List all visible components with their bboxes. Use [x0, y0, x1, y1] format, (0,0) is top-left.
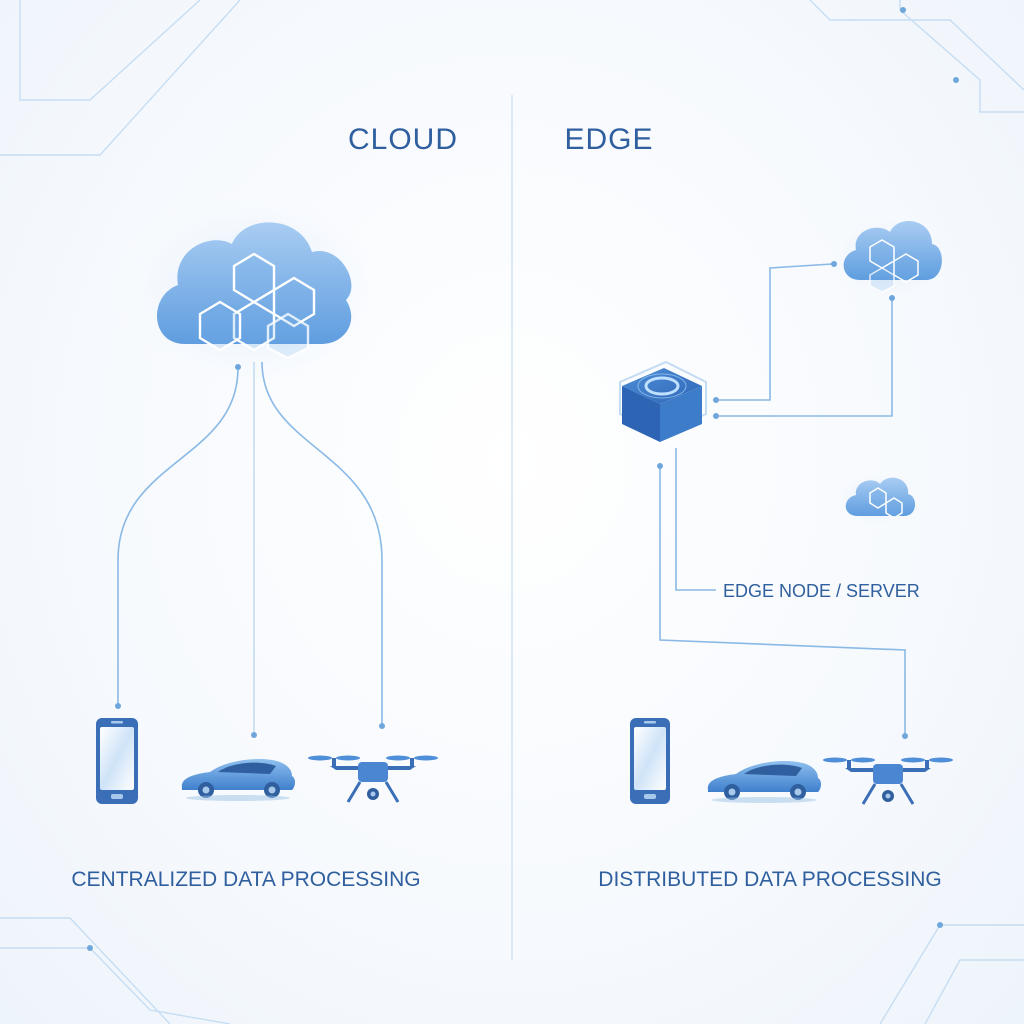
- cloud-icon: [104, 180, 404, 400]
- edge-title: EDGE: [564, 123, 653, 156]
- cloud-caption: CENTRALIZED DATA PROCESSING: [71, 868, 420, 891]
- edge-server-icon: [619, 360, 707, 442]
- cloud-icon: [828, 468, 928, 532]
- smartphone-icon: [630, 718, 670, 804]
- drone-icon: [308, 755, 438, 803]
- cloud-icon: [820, 210, 960, 306]
- cloud-connections: [115, 361, 385, 738]
- cloud-title: CLOUD: [348, 123, 458, 156]
- smartphone-icon: [96, 718, 138, 804]
- car-icon: [707, 761, 821, 803]
- car-icon: [181, 759, 295, 801]
- drone-icon: [823, 757, 953, 805]
- edge-caption: DISTRIBUTED DATA PROCESSING: [598, 868, 941, 891]
- edge-connections: [657, 261, 908, 739]
- edge-node-label: EDGE NODE / SERVER: [723, 581, 920, 601]
